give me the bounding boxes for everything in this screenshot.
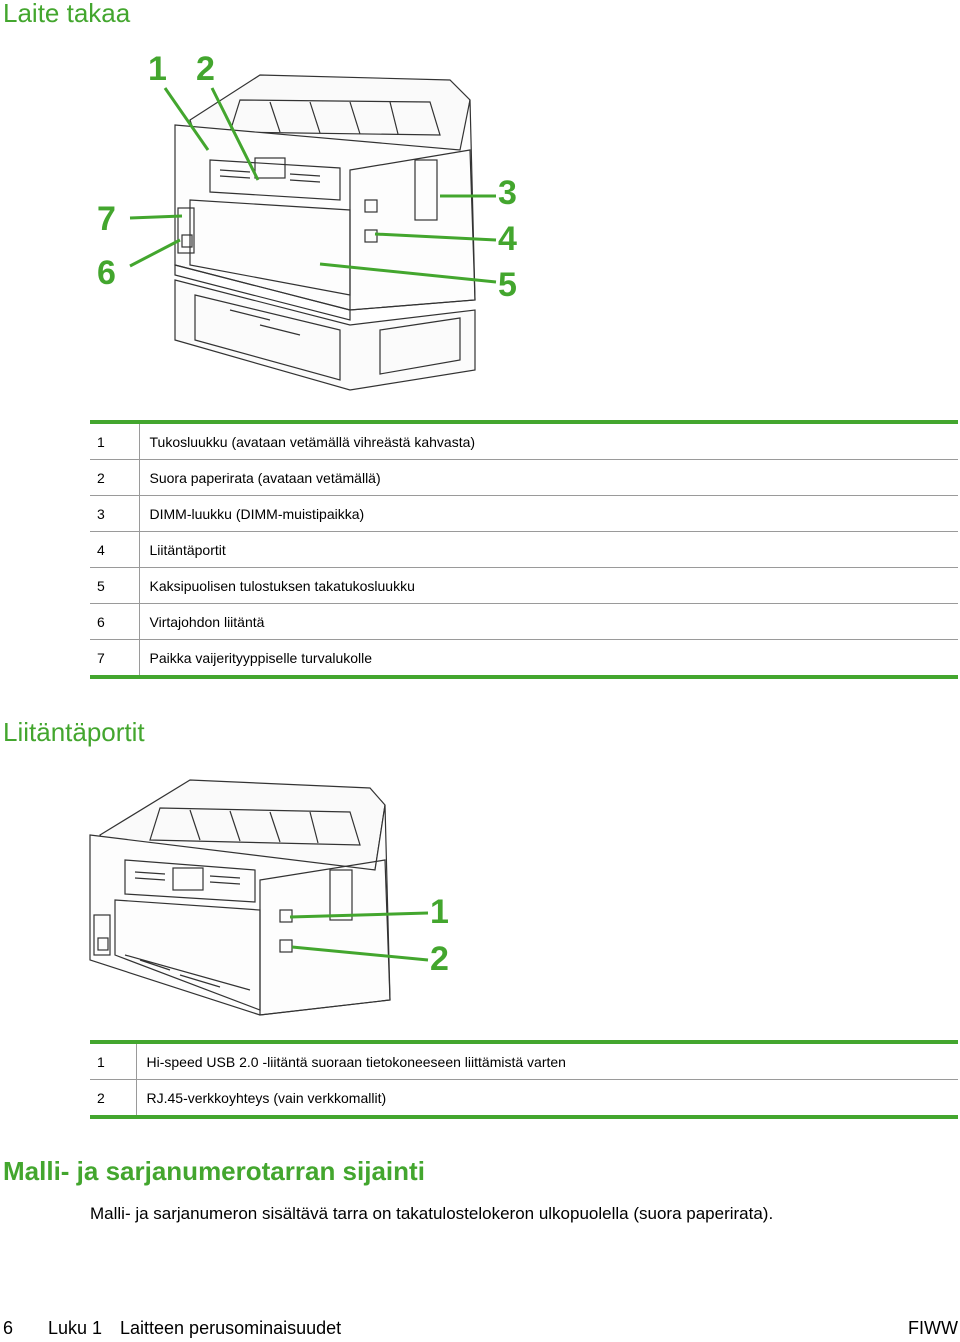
- serial-label-paragraph: Malli- ja sarjanumeron sisältävä tarra o…: [90, 1204, 774, 1223]
- language-code: FIWW: [908, 1318, 958, 1338]
- page-number: 6: [3, 1318, 14, 1338]
- printer-ports-image: [89, 779, 391, 1016]
- callout-leader-lines: [129, 87, 497, 284]
- section-title-rear-view: Laite takaa: [3, 0, 131, 28]
- callout-3: 3: [498, 174, 517, 212]
- callout-1: 1: [430, 893, 449, 931]
- section-title-serial-label: Malli- ja sarjanumerotarran sijainti: [3, 1156, 425, 1186]
- chapter-title: Laitteen perusominaisuudet: [120, 1318, 342, 1338]
- chapter-label: Luku 1: [48, 1318, 103, 1338]
- section-title-ports: Liitäntäportit: [3, 717, 145, 747]
- callout-2: 2: [196, 50, 215, 88]
- callout-7: 7: [97, 200, 116, 238]
- callout-6: 6: [97, 254, 116, 292]
- printer-rear-view-image: [174, 74, 476, 391]
- callout-4: 4: [498, 220, 517, 258]
- callout-1: 1: [148, 50, 167, 88]
- callout-leader-lines: [289, 911, 429, 962]
- callout-5: 5: [498, 266, 517, 304]
- callout-2: 2: [430, 940, 449, 978]
